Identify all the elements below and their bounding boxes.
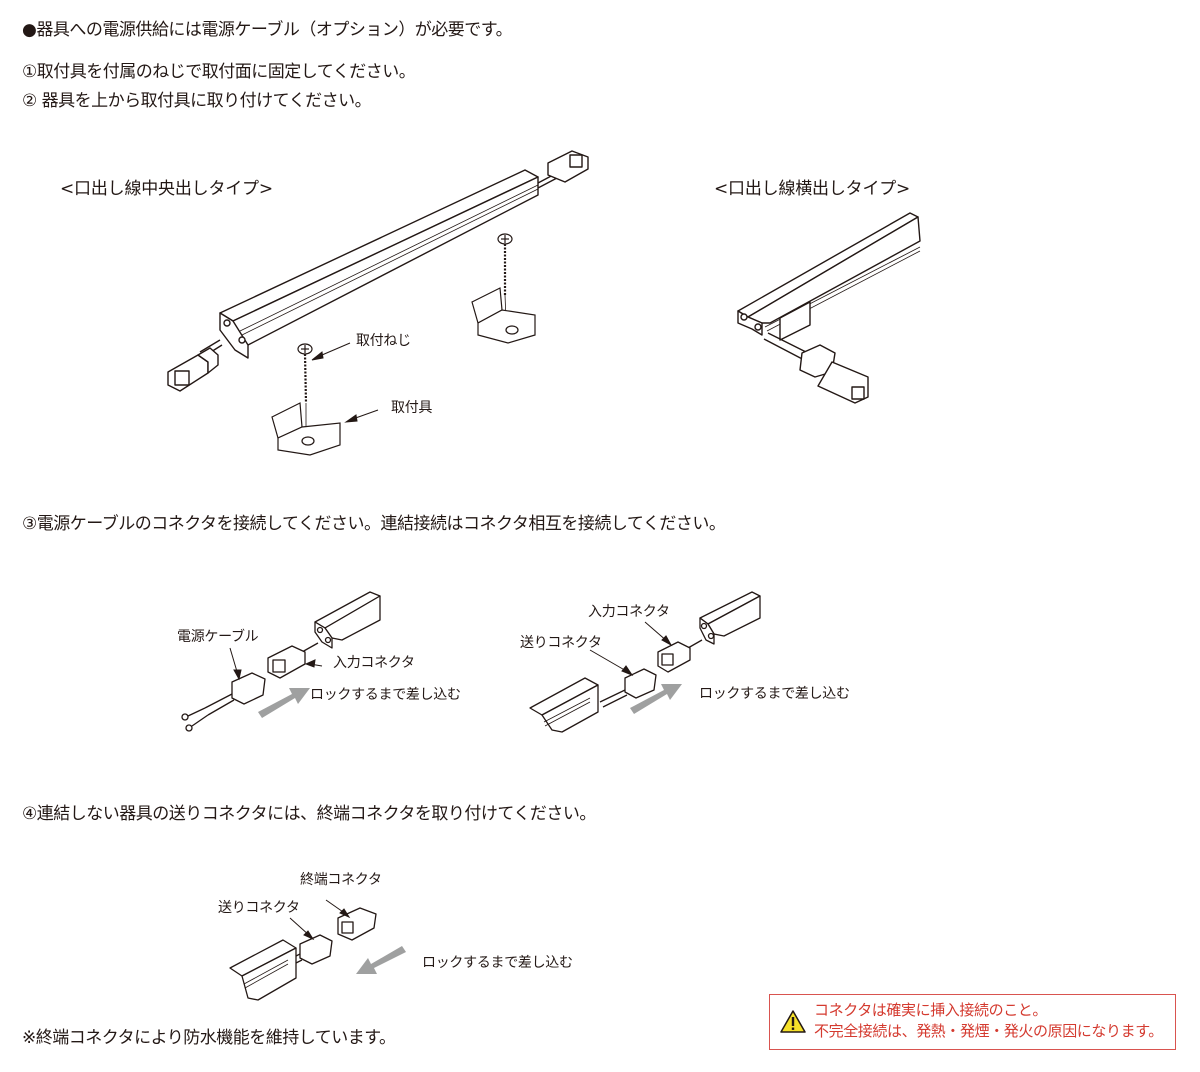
output-connector-label-chain: 送りコネクタ (520, 635, 602, 651)
input-connector-label-chain: 入力コネクタ (588, 604, 670, 620)
step-number: ① (22, 62, 37, 82)
step-text: 連結しない器具の送りコネクタには、終端コネクタを取り付けてください。 (36, 804, 597, 824)
step-number: ③ (22, 514, 37, 534)
step-text: 取付具を付属のねじで取付面に固定してください。 (36, 62, 416, 82)
center-type-title: <口出し線中央出しタイプ> (60, 179, 273, 199)
screw-label: 取付ねじ (356, 333, 411, 349)
side-type-illustration (737, 212, 921, 404)
step-2: ② 器具を上から取付具に取り付けてください。 (22, 91, 372, 111)
power-connection-illustration (181, 591, 381, 732)
step-text: 器具を上から取付具に取り付けてください。 (36, 91, 372, 111)
step-number: ② (22, 91, 37, 111)
center-type-illustration (167, 150, 589, 456)
step-text: 電源ケーブルのコネクタを接続してください。連結接続はコネクタ相互を接続してくださ… (36, 514, 726, 534)
bracket-label: 取付具 (391, 400, 433, 416)
push-instruction-label-terminal: ロックするまで差し込む (422, 955, 573, 971)
terminal-connection-illustration (229, 899, 406, 1001)
power-supply-note: ●器具への電源供給には電源ケーブル（オプション）が必要です。 (22, 20, 513, 40)
step-4: ④連結しない器具の送りコネクタには、終端コネクタを取り付けてください。 (22, 806, 596, 823)
warning-line-1: コネクタは確実に挿入接続のこと。 (814, 1001, 1048, 1019)
side-type-title: <口出し線横出しタイプ> (714, 179, 911, 199)
warning-line-2: 不完全接続は、発熱・発煙・発火の原因になります。 (814, 1022, 1163, 1040)
push-instruction-label-chain: ロックするまで差し込む (699, 686, 850, 702)
step-1: ①取付具を付属のねじで取付面に固定してください。 (22, 62, 416, 82)
step-number: ④ (22, 804, 37, 824)
output-connector-label-terminal: 送りコネクタ (218, 900, 300, 916)
push-instruction-label: ロックするまで差し込む (310, 687, 461, 703)
input-connector-label: 入力コネクタ (333, 655, 415, 671)
footnote: ※終端コネクタにより防水機能を維持しています。 (22, 1028, 396, 1048)
step-3: ③電源ケーブルのコネクタを接続してください。連結接続はコネクタ相互を接続してくだ… (22, 514, 726, 534)
warning-triangle-icon (780, 1010, 806, 1033)
chain-connection-illustration (529, 591, 761, 733)
power-cable-label: 電源ケーブル (177, 629, 259, 645)
warning-box: コネクタは確実に挿入接続のこと。 不完全接続は、発熱・発煙・発火の原因になります… (769, 994, 1176, 1050)
terminal-connector-label: 終端コネクタ (300, 872, 382, 888)
